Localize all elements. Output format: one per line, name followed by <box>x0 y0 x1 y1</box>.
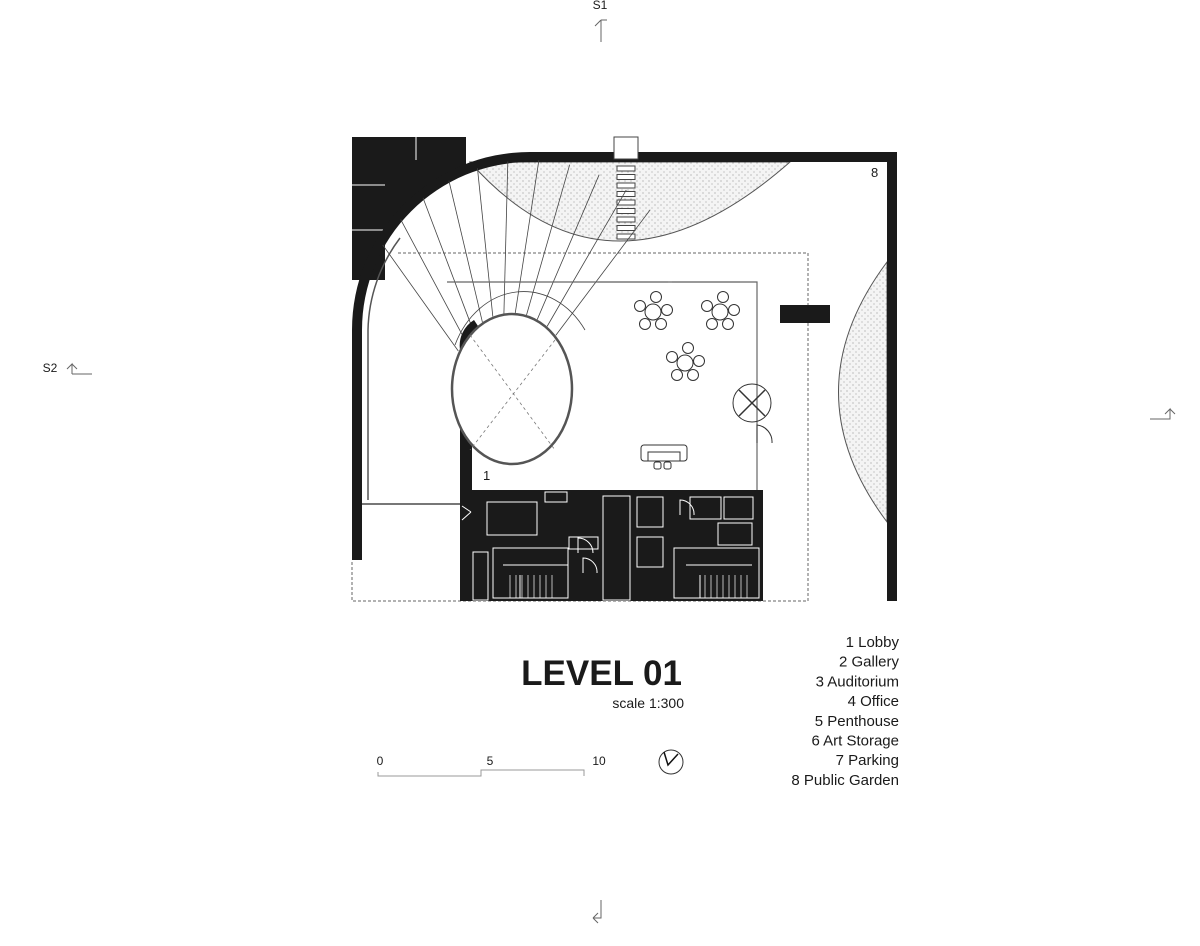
scale-tick-0: 0 <box>377 754 384 768</box>
chair <box>634 300 646 312</box>
service-core <box>460 490 763 601</box>
lobby-glazing <box>447 281 758 490</box>
radial-stair <box>382 160 651 352</box>
section-label-s2: S2 <box>43 361 58 375</box>
revolving-door <box>732 383 773 444</box>
upper-floor-outline <box>351 252 809 602</box>
scale-tick-10: 10 <box>592 754 606 768</box>
chair <box>655 318 667 330</box>
section-marker-s1: S1 <box>593 0 608 42</box>
stair-line <box>477 168 494 317</box>
chair <box>693 355 705 367</box>
stair-line <box>526 164 571 316</box>
stair-line <box>503 161 509 314</box>
table <box>711 303 729 321</box>
chair <box>717 291 729 303</box>
section-arrow-icon <box>66 362 92 375</box>
chair <box>722 318 734 330</box>
plan-scale: scale 1:300 <box>612 695 684 711</box>
chair <box>687 369 699 381</box>
chair <box>701 300 713 312</box>
north-arrow-icon <box>658 749 684 775</box>
sofa <box>640 444 688 470</box>
chair <box>661 304 673 316</box>
stair-line <box>546 189 627 327</box>
legend-item: 8 Public Garden <box>791 772 899 789</box>
table <box>644 303 662 321</box>
section-arrow-icon <box>594 19 607 42</box>
legend-item: 2 Gallery <box>839 654 900 671</box>
chair <box>666 351 678 363</box>
stair-line <box>514 160 540 314</box>
stair-line <box>536 174 600 320</box>
legend-item: 7 Parking <box>836 752 899 769</box>
chair <box>671 369 683 381</box>
section-arrow-icon <box>1150 407 1176 420</box>
section-arrow-icon <box>592 900 602 924</box>
stair-line <box>382 244 459 352</box>
room-label-lobby: 1 <box>483 468 490 483</box>
atrium-void <box>450 312 574 466</box>
stair-line <box>422 197 474 331</box>
stair-line <box>448 180 483 323</box>
table <box>676 354 694 372</box>
stair-line <box>555 209 651 336</box>
legend-item: 4 Office <box>848 693 899 710</box>
stair-line <box>400 219 466 340</box>
garden-planting-right <box>838 260 888 524</box>
bench <box>780 305 830 323</box>
legend-item: 5 Penthouse <box>815 713 899 730</box>
room-label-garden: 8 <box>871 165 878 180</box>
entry-steps <box>613 136 639 240</box>
section-marker-s2: S2 <box>43 361 92 375</box>
chair <box>706 318 718 330</box>
chair <box>650 291 662 303</box>
plan-title: LEVEL 01 <box>521 654 682 693</box>
section-label-s1: S1 <box>593 0 608 12</box>
chair <box>639 318 651 330</box>
chair <box>682 342 694 354</box>
scale-bar: 0 5 10 <box>377 754 606 777</box>
legend-item: 3 Auditorium <box>816 673 899 690</box>
room-legend: 1 Lobby 2 Gallery 3 Auditorium 4 Office 5 Pe… <box>791 634 899 789</box>
chair <box>728 304 740 316</box>
legend-item: 1 Lobby <box>846 634 900 651</box>
cafe-tables <box>634 291 740 381</box>
scale-tick-5: 5 <box>487 754 494 768</box>
legend-item: 6 Art Storage <box>811 733 899 750</box>
